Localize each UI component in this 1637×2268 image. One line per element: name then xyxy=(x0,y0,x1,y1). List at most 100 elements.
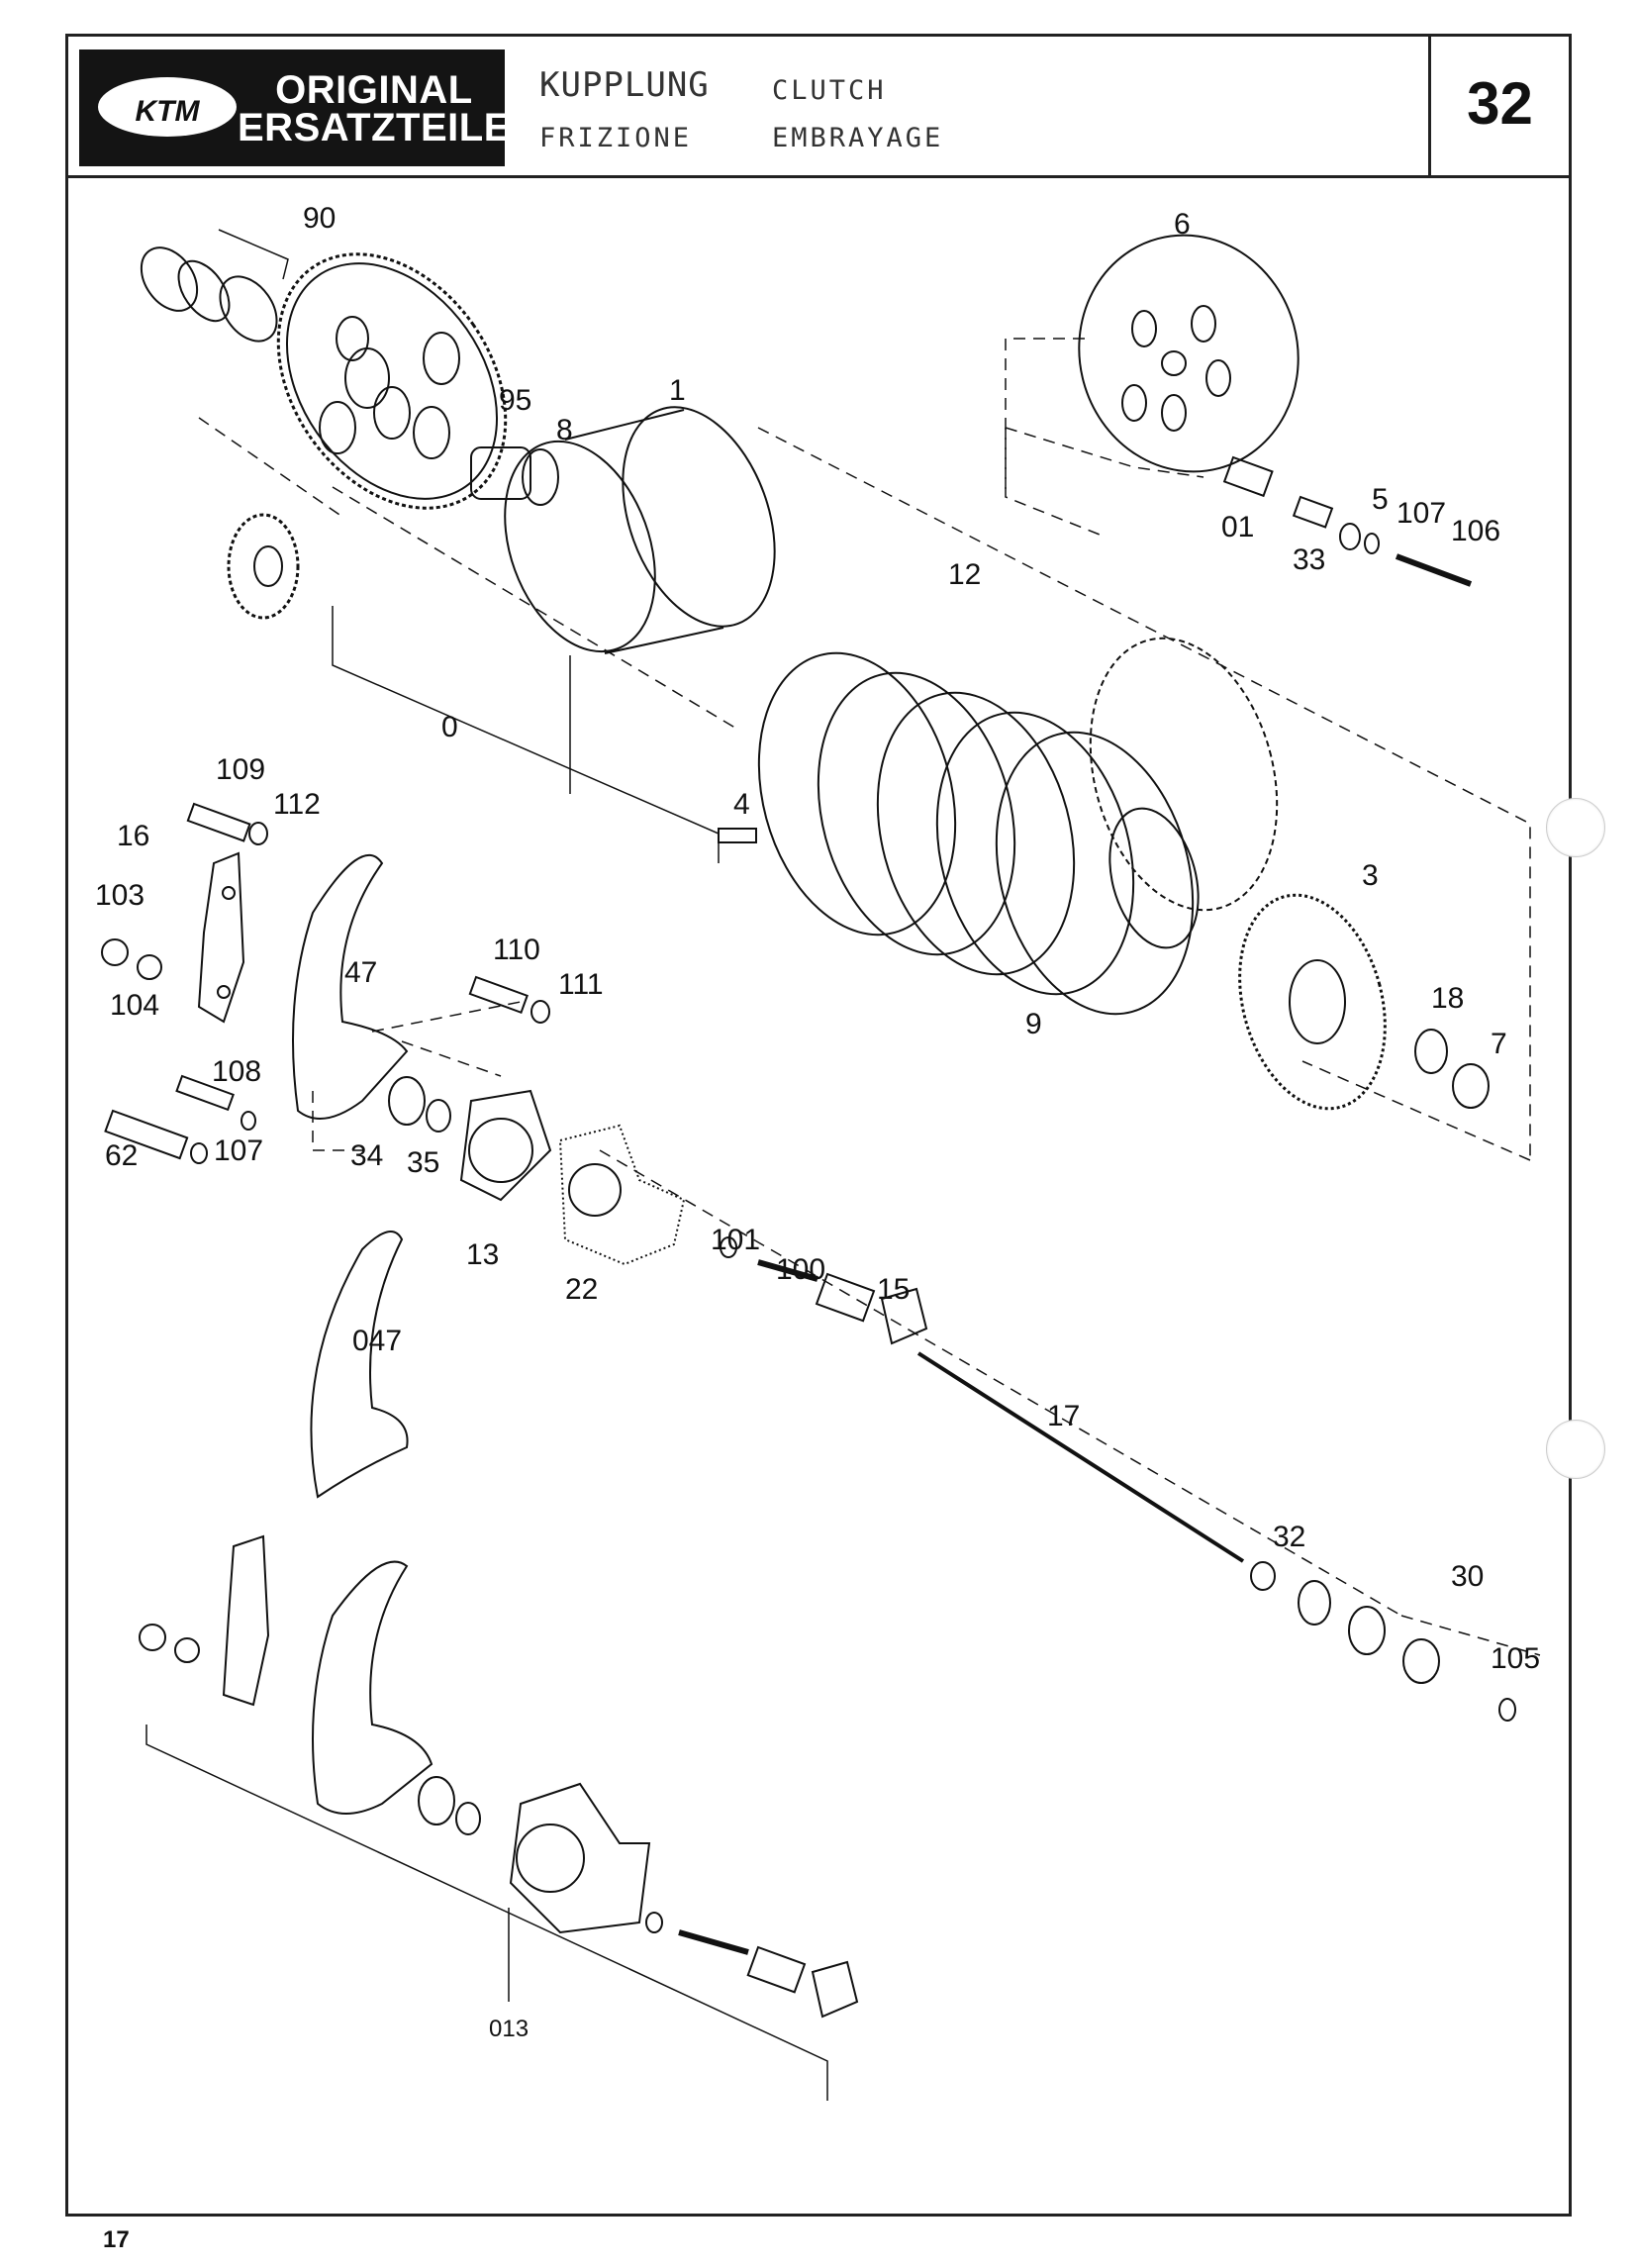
brand-line2: ERSATZTEILE xyxy=(238,106,511,149)
bolt-110 xyxy=(468,975,529,1015)
washer-30a xyxy=(1298,1580,1331,1626)
inner-hub-3 xyxy=(1238,893,1387,1111)
page-number-box xyxy=(1428,34,1572,178)
header-bar xyxy=(65,34,1572,178)
washer-107b xyxy=(190,1142,208,1164)
callout: 90 xyxy=(303,202,336,235)
callout: 32 xyxy=(1273,1521,1305,1553)
brand-text: ORIGINAL ERSATZTEILE xyxy=(238,68,511,149)
lock-washer-18 xyxy=(1414,1029,1448,1074)
thrust-washer-set-90 xyxy=(140,247,278,343)
callout: 13 xyxy=(466,1238,499,1271)
callout: 105 xyxy=(1491,1642,1540,1675)
bolt-109 xyxy=(186,802,251,842)
washer-8 xyxy=(522,448,559,506)
primary-gear xyxy=(276,252,508,510)
callout: 33 xyxy=(1293,543,1325,576)
bolt-106 xyxy=(1395,553,1473,587)
callout: 5 xyxy=(1372,483,1389,516)
page-frame xyxy=(65,34,1572,2217)
callout: 047 xyxy=(352,1325,402,1357)
thrust-bearing-30 xyxy=(1348,1606,1386,1655)
callout: 112 xyxy=(273,788,321,821)
callout: 47 xyxy=(344,956,377,989)
pin-4 xyxy=(718,828,757,843)
logo-text: KTM xyxy=(136,95,201,128)
screw-100 xyxy=(757,1259,818,1282)
callout: 4 xyxy=(733,788,750,821)
callout: 30 xyxy=(1451,1560,1484,1593)
exploded-clutch-diagram: 90 6 95 8 1 5 107 106 01 33 12 0 4 109 1… xyxy=(95,202,1541,2101)
callout-labels: 90 6 95 8 1 5 107 106 01 33 12 0 4 109 1… xyxy=(95,202,1540,2042)
title-de: KUPPLUNG xyxy=(539,65,710,105)
release-assembly-013 xyxy=(139,1534,859,2101)
callout: 109 xyxy=(216,753,265,786)
bushing-34 xyxy=(388,1076,426,1126)
callout: 108 xyxy=(212,1055,261,1088)
o-ring-35 xyxy=(426,1099,451,1133)
needle-bearing-95 xyxy=(470,446,531,500)
page-number: 32 xyxy=(1467,70,1533,137)
title-it: FRIZIONE xyxy=(539,123,693,153)
callout: 6 xyxy=(1174,208,1191,241)
callout: 95 xyxy=(499,384,531,417)
bolt-108 xyxy=(175,1074,235,1112)
callout: 34 xyxy=(350,1139,383,1172)
callout: 103 xyxy=(95,879,144,912)
callout: 107 xyxy=(1396,497,1446,530)
callout: 3 xyxy=(1362,859,1379,892)
callout: 12 xyxy=(948,558,981,591)
leader-lines xyxy=(198,338,1541,1656)
clutch-plates xyxy=(757,637,1279,1016)
title-en: CLUTCH xyxy=(772,75,887,106)
callout: 15 xyxy=(877,1273,910,1306)
spring-washer-107 xyxy=(1364,533,1380,554)
washer-5 xyxy=(1339,523,1361,550)
callout: 18 xyxy=(1431,982,1464,1015)
gasket-22 xyxy=(558,1124,686,1266)
bracket-47 xyxy=(292,853,409,1120)
release-lever-15 xyxy=(815,1272,928,1345)
callout: 35 xyxy=(407,1146,439,1179)
bracket-047 xyxy=(310,1231,409,1499)
binder-hole xyxy=(1546,1420,1605,1479)
callout: 111 xyxy=(558,968,604,1001)
solid-leaders xyxy=(218,229,720,863)
callout: 22 xyxy=(565,1273,598,1306)
callout: 16 xyxy=(117,820,149,852)
washer-104 xyxy=(137,954,162,980)
callout: 9 xyxy=(1025,1008,1042,1040)
callout: 01 xyxy=(1221,511,1254,543)
push-rod-17 xyxy=(916,1351,1245,1563)
callout: 1 xyxy=(669,374,686,407)
washer-30b xyxy=(1402,1638,1440,1684)
release-housing-13 xyxy=(459,1089,552,1202)
washer-112 xyxy=(248,822,268,845)
callout: 107 xyxy=(214,1134,263,1167)
callout: 013 xyxy=(489,2016,529,2042)
spring-01 xyxy=(1222,455,1274,498)
nut-103 xyxy=(101,938,129,966)
callout: 0 xyxy=(441,711,458,743)
ktm-logo: KTM xyxy=(98,77,237,137)
callout: 104 xyxy=(110,989,159,1022)
callout: 100 xyxy=(776,1253,825,1286)
nut-101 xyxy=(720,1236,737,1258)
binder-hole xyxy=(1546,798,1605,857)
circlip-105 xyxy=(1498,1698,1516,1722)
brand-line1: ORIGINAL xyxy=(275,68,473,112)
callout: 110 xyxy=(493,934,540,966)
pusher-32 xyxy=(1250,1561,1276,1591)
sleeve-33 xyxy=(1292,495,1334,529)
pressure-plate-6 xyxy=(1078,234,1300,473)
lever-16 xyxy=(197,851,245,1024)
footer-page-number: 17 xyxy=(103,2226,130,2253)
callout: 17 xyxy=(1047,1400,1080,1432)
nut-7 xyxy=(1452,1063,1490,1109)
washer-107c xyxy=(241,1111,256,1131)
callout: 7 xyxy=(1491,1028,1507,1060)
callout: 8 xyxy=(556,414,573,446)
title-fr: EMBRAYAGE xyxy=(772,123,944,153)
washer-111 xyxy=(530,1000,550,1024)
drive-gear xyxy=(227,513,300,620)
